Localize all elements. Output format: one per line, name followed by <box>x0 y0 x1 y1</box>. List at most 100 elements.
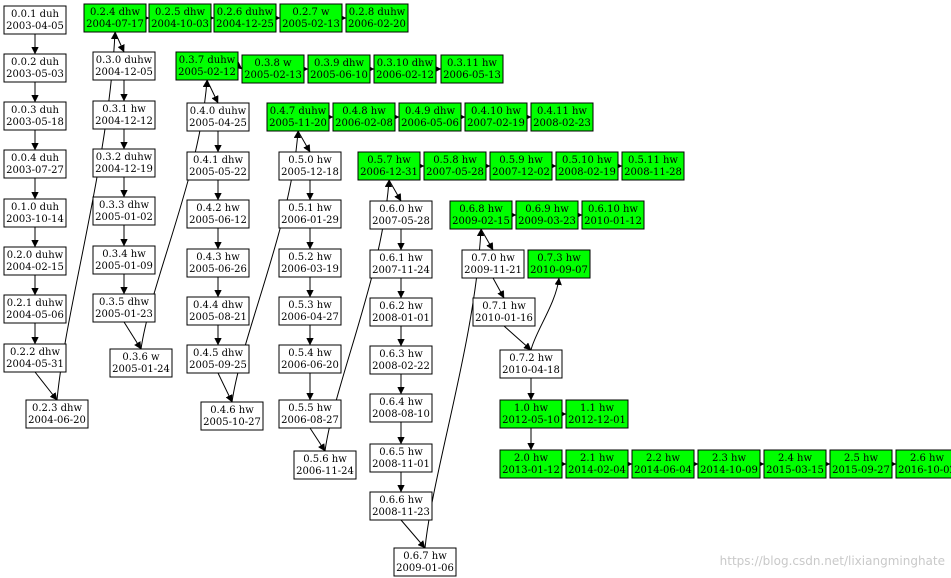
release-node-box <box>92 148 156 178</box>
release-date-label: 2004-12-19 <box>95 164 153 175</box>
release-date-label: 2005-02-12 <box>178 67 236 78</box>
release-node-box <box>279 3 343 33</box>
release-date-label: 2005-06-26 <box>189 264 247 275</box>
release-date-label: 2004-05-31 <box>6 359 64 370</box>
release-date-label: 2006-02-08 <box>335 118 393 129</box>
release-node-box <box>213 3 277 33</box>
release-version-label: 0.1.0 duh <box>11 202 59 213</box>
release-version-label: 0.4.3 hw <box>196 252 240 263</box>
release-date-label: 2007-11-24 <box>372 265 430 276</box>
release-version-label: 0.3.6 w <box>122 352 160 363</box>
edge-n070-n071 <box>492 277 505 298</box>
release-date-label: 2006-01-29 <box>281 215 339 226</box>
release-version-label: 1.1 hw <box>580 403 615 414</box>
release-date-label: 2004-12-12 <box>95 116 153 127</box>
release-date-label: 2009-03-23 <box>518 216 576 227</box>
release-version-label: 0.2.5 dhw <box>155 7 205 18</box>
release-version-label: 0.3.3 dhw <box>99 200 149 211</box>
release-version-label: 0.4.5 dhw <box>193 348 243 359</box>
release-date-label: 2006-08-27 <box>281 415 339 426</box>
release-date-label: 2005-02-13 <box>282 19 340 30</box>
release-version-label: 0.2.1 duhw <box>7 298 64 309</box>
release-node-box <box>369 443 433 473</box>
release-date-label: 2006-06-20 <box>281 360 339 371</box>
release-node-box <box>148 3 212 33</box>
edge-n066-n067 <box>400 519 426 549</box>
release-date-label: 2004-06-20 <box>28 415 86 426</box>
release-node-box <box>175 51 239 81</box>
release-date-label: 2004-10-03 <box>151 19 209 30</box>
release-node-box <box>332 102 396 132</box>
release-date-label: 2006-02-12 <box>376 70 434 81</box>
release-version-label: 0.6.9 hw <box>525 204 569 215</box>
release-date-label: 2005-01-24 <box>112 364 170 375</box>
release-version-label: 0.3.10 dhw <box>377 58 434 69</box>
release-node-box <box>499 449 563 479</box>
release-node-box <box>345 3 409 33</box>
release-node-box <box>278 399 342 429</box>
release-date-label: 2004-02-15 <box>6 262 64 273</box>
release-node-box <box>369 393 433 423</box>
release-version-label: 0.5.2 hw <box>288 252 332 263</box>
release-date-label: 2006-03-19 <box>281 264 339 275</box>
release-node-box <box>109 348 173 378</box>
release-version-label: 0.6.2 hw <box>379 301 423 312</box>
release-date-label: 2014-06-04 <box>634 465 692 476</box>
release-version-label: 0.3.1 hw <box>102 104 146 115</box>
release-version-label: 0.0.4 duh <box>11 153 59 164</box>
release-version-label: 0.6.5 hw <box>379 447 423 458</box>
release-version-label: 0.4.6 hw <box>210 405 254 416</box>
release-node-box <box>373 54 437 84</box>
release-node-box <box>278 199 342 229</box>
release-node-box <box>449 200 513 230</box>
release-date-label: 2005-06-12 <box>189 215 247 226</box>
release-node-box <box>186 248 250 278</box>
release-node-box <box>278 344 342 374</box>
release-date-label: 2004-12-05 <box>95 67 153 78</box>
release-node-box <box>631 449 695 479</box>
release-date-label: 2010-09-07 <box>530 265 588 276</box>
release-version-label: 0.6.7 hw <box>403 551 447 562</box>
release-version-label: 0.3.7 duhw <box>179 55 236 66</box>
release-node-box <box>499 399 563 429</box>
release-version-label: 2.0 hw <box>514 453 549 464</box>
release-date-label: 2007-05-28 <box>372 216 430 227</box>
release-version-label: 0.6.1 hw <box>379 253 423 264</box>
release-date-label: 2003-05-18 <box>6 117 64 128</box>
release-date-label: 2015-09-27 <box>832 465 890 476</box>
release-version-label: 0.2.4 dhw <box>90 7 140 18</box>
release-node-box <box>464 102 528 132</box>
edge-n045-n046 <box>217 372 233 402</box>
release-node-box <box>92 196 156 226</box>
release-version-label: 0.6.0 hw <box>379 204 423 215</box>
release-date-label: 2007-02-19 <box>467 118 525 129</box>
release-date-label: 2008-11-01 <box>372 459 430 470</box>
release-version-label: 0.5.6 hw <box>303 454 347 465</box>
release-node-box <box>278 151 342 181</box>
release-node-box <box>25 399 89 429</box>
edge-n037-n040 <box>206 79 219 103</box>
release-date-label: 2008-02-23 <box>533 118 591 129</box>
release-date-label: 2005-12-18 <box>281 167 339 178</box>
release-date-label: 2006-05-06 <box>401 118 459 129</box>
